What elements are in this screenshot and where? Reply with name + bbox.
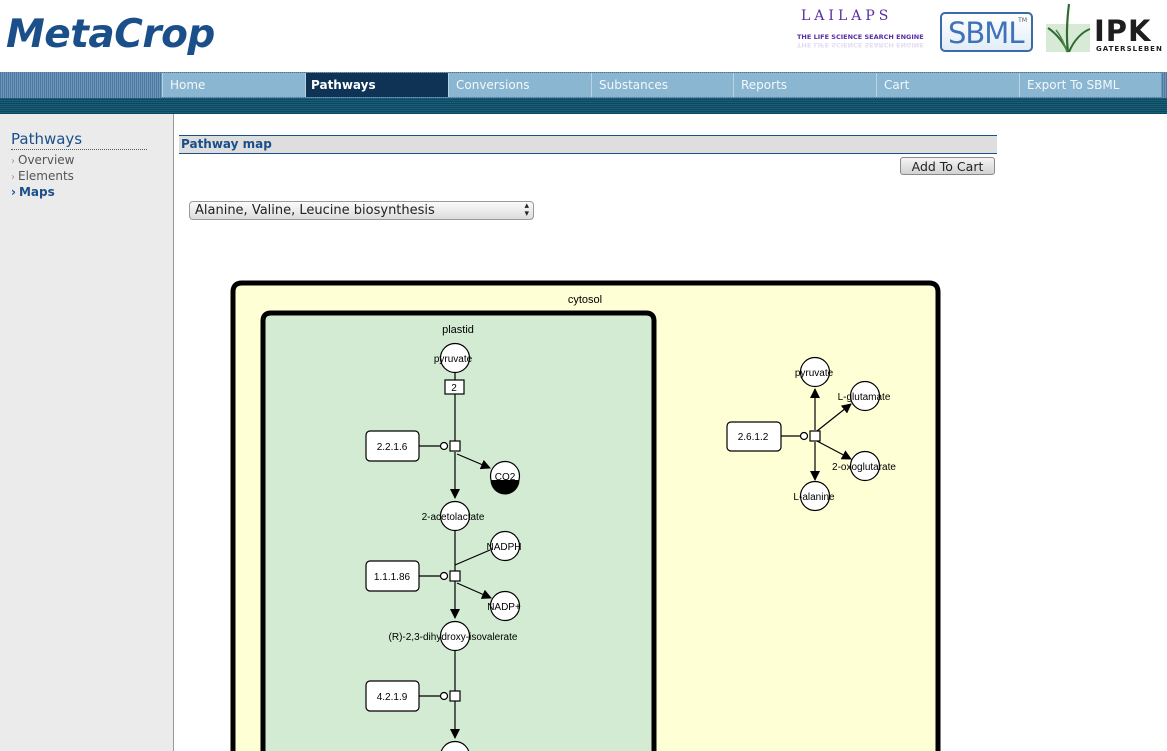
svg-text:NADP+: NADP+ [487,602,521,613]
enzyme-link-node [439,441,449,451]
metabolite-pyruvate-cytosol[interactable]: pyruvate [795,356,834,388]
svg-text:2: 2 [451,383,457,394]
enzyme-4-2-1-9[interactable]: 4.2.1.9 [365,680,420,712]
svg-text:L-alanine: L-alanine [793,492,835,503]
svg-text:2.2.1.6: 2.2.1.6 [377,442,408,453]
metabolite-next[interactable] [440,740,470,751]
nav-reports[interactable]: Reports [733,73,876,97]
reaction-node[interactable] [449,440,461,452]
nav-conversions[interactable]: Conversions [448,73,591,97]
sidebar-divider [11,149,147,150]
nav-home[interactable]: Home [162,73,305,97]
sidebar-item-overview[interactable]: ›Overview [11,153,75,167]
sidebar-item-label: Elements [18,169,74,183]
svg-text:2.6.1.2: 2.6.1.2 [738,432,769,443]
metabolite-2-acetolactate[interactable]: 2-acetolactate [422,500,485,532]
cytosol-reaction-edges [781,388,852,481]
enzyme-link-node [439,691,449,701]
sbml-trademark: TM [1018,17,1027,24]
metabolite-l-alanine[interactable]: L-alanine [793,480,835,512]
nav-subbar [0,98,1167,114]
svg-text:2-acetolactate: 2-acetolactate [422,512,485,523]
svg-text:(R)-2,3-dihydroxy-isovalerate: (R)-2,3-dihydroxy-isovalerate [389,632,518,643]
enzyme-2-2-1-6[interactable]: 2.2.1.6 [365,430,420,462]
enzyme-link-node [439,571,449,581]
compartment-plastid[interactable]: plastid [260,310,657,751]
svg-text:NADPH: NADPH [486,542,521,553]
svg-text:4.2.1.9: 4.2.1.9 [377,692,408,703]
nav-substances[interactable]: Substances [591,73,733,97]
svg-text:L-glutamate: L-glutamate [838,392,891,403]
chevron-right-icon: › [11,156,15,167]
svg-text:1.1.1.86: 1.1.1.86 [374,572,411,583]
reaction-node[interactable] [449,570,461,582]
reaction-node[interactable] [449,690,461,702]
lailaps-logo-title: LAILAPS [801,8,893,24]
sbml-logo-text: SBML [948,16,1024,50]
reaction-node[interactable] [809,430,821,442]
panel-header: Pathway map [179,135,997,154]
sidebar: Pathways ›Overview ›Elements ›Maps [0,114,174,751]
ipk-logo-text: IPK [1094,14,1152,48]
lailaps-logo[interactable]: LAILAPS THE LIFE SCIENCE SEARCH ENGINE T… [797,8,924,49]
metabolite-nadp[interactable]: NADP+ [487,590,521,622]
pathway-select-value: Alanine, Valine, Leucine biosynthesis [195,203,435,218]
svg-text:pyruvate: pyruvate [434,354,473,365]
page-title: Pathway map [181,137,272,151]
add-to-cart-button[interactable]: Add To Cart [900,157,995,175]
sidebar-item-label: Maps [18,185,55,199]
ipk-logo[interactable]: IPK GATERSLEBEN [1046,2,1167,54]
metabolite-dihydroxy-isovalerate[interactable]: (R)-2,3-dihydroxy-isovalerate [389,620,518,652]
sidebar-item-elements[interactable]: ›Elements [11,169,74,183]
svg-text:2-oxoglutarate: 2-oxoglutarate [832,462,896,473]
metacrop-logo[interactable]: MetaCrop [6,12,215,57]
nav-cart[interactable]: Cart [876,73,1019,97]
metabolite-2-oxoglutarate[interactable]: 2-oxoglutarate [832,450,896,482]
enzyme-2-6-1-2[interactable]: 2.6.1.2 [726,421,782,452]
ipk-logo-subtitle: GATERSLEBEN [1096,45,1163,53]
svg-text:CO2: CO2 [495,472,516,483]
stoichiometry-box: 2 [444,379,465,395]
pathway-map[interactable]: cytosol plastid pyruvate 2 2.2.1.6 [230,280,942,751]
plastid-label: plastid [442,324,474,336]
nav-export-sbml[interactable]: Export To SBML [1019,73,1161,97]
chevron-right-icon: › [11,172,15,183]
enzyme-1-1-1-86[interactable]: 1.1.1.86 [365,560,420,592]
pathway-select[interactable]: Alanine, Valine, Leucine biosynthesis ▴▾ [189,201,534,220]
enzyme-link-node [799,431,809,441]
metabolite-nadph[interactable]: NADPH [486,530,522,562]
metabolite-l-glutamate[interactable]: L-glutamate [838,380,891,412]
lailaps-logo-subtitle: THE LIFE SCIENCE SEARCH ENGINE [797,33,924,41]
sidebar-title: Pathways [11,130,83,148]
metabolite-co2[interactable]: CO2 [489,460,521,495]
grass-icon [1046,3,1091,53]
chevron-right-icon: › [11,185,16,199]
site-header: MetaCrop LAILAPS THE LIFE SCIENCE SEARCH… [0,0,1167,72]
sidebar-item-maps[interactable]: ›Maps [11,185,55,199]
lailaps-logo-reflection: THE LIFE SCIENCE SEARCH ENGINE [797,41,924,49]
sidebar-item-label: Overview [18,153,75,167]
svg-text:pyruvate: pyruvate [795,368,834,379]
plastid-reaction-edges [419,372,492,739]
sbml-logo[interactable]: SBML TM [940,12,1033,52]
select-arrows-icon: ▴▾ [524,201,529,219]
main-nav: Home Pathways Conversions Substances Rep… [0,72,1167,98]
metabolite-pyruvate[interactable]: pyruvate [434,342,473,374]
nav-pathways[interactable]: Pathways [305,73,448,97]
cytosol-label: cytosol [568,294,602,306]
